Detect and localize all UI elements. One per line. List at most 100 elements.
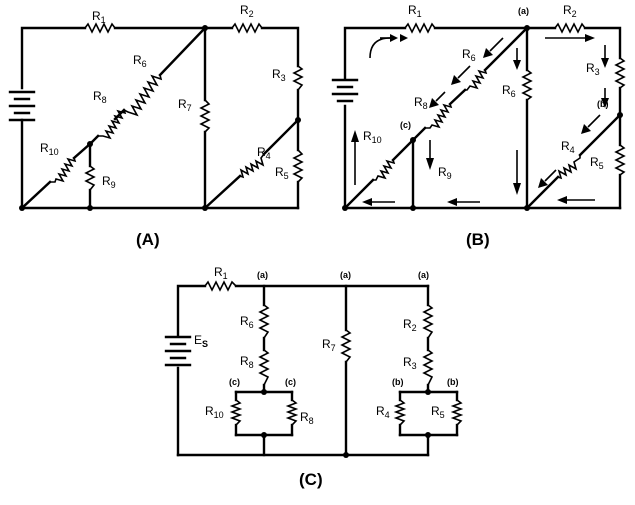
arrow-r4b-head <box>538 178 548 188</box>
resistor-r2 <box>422 304 434 339</box>
resistor-r6 <box>123 74 163 117</box>
label-part: R <box>561 139 570 153</box>
arrow-bottom-right-head <box>557 196 567 204</box>
resistor-r8-parallel <box>285 399 299 426</box>
label-r6: R6 <box>133 53 147 69</box>
resistor-r8 <box>425 103 453 129</box>
resistor-r5 <box>292 149 304 183</box>
label-r1: R1 <box>408 3 422 19</box>
arrow-r3b-head <box>601 98 609 108</box>
wire <box>525 175 560 210</box>
panel-a-wires <box>20 26 300 210</box>
node-a1: (a) <box>257 270 268 280</box>
label-part: 4 <box>570 145 575 155</box>
label-part: 10 <box>214 410 224 420</box>
panel-c-junctions <box>261 389 431 458</box>
label-r1: R1 <box>92 9 106 25</box>
label-part: R <box>257 145 266 159</box>
panel-b-resistors <box>373 22 626 181</box>
node-b: (b) <box>597 99 609 109</box>
label-part: 2 <box>249 9 254 19</box>
resistor-r6-diagonal <box>465 69 488 91</box>
panel-a-resistors <box>50 22 304 191</box>
junction-dot <box>87 141 93 147</box>
node-c: (c) <box>400 120 411 130</box>
label-r1: R1 <box>214 265 228 281</box>
label-part: 1 <box>101 15 106 25</box>
arrow-r6diag-shaft <box>489 37 504 52</box>
caption-a: (A) <box>136 230 160 249</box>
panel-c-labels: ES (a) (a) (a) (c) (c) (b) (b) R1 R6 R8 … <box>194 265 459 489</box>
label-part: R <box>40 141 49 155</box>
panel-c-wires <box>176 284 459 457</box>
node-a2: (a) <box>340 270 351 280</box>
junction-dot <box>425 432 431 438</box>
junction-dot <box>342 205 348 211</box>
wire <box>583 26 622 60</box>
panel-c-resistors <box>204 280 464 426</box>
label-part: 8 <box>102 95 107 105</box>
label-r8-series: R8 <box>240 354 254 370</box>
resistor-r8 <box>98 109 127 140</box>
label-part: 6 <box>142 59 147 69</box>
resistor-r4 <box>557 155 581 180</box>
arrow-r8-shaft <box>435 91 446 102</box>
label-r2: R2 <box>240 3 254 19</box>
arrow-r10-head <box>351 130 359 142</box>
node-a: (a) <box>518 6 529 16</box>
label-r4: R4 <box>257 145 271 161</box>
junction-dot <box>410 137 416 143</box>
wire <box>203 174 242 210</box>
label-r3: R3 <box>586 61 600 77</box>
label-part: R <box>93 89 102 103</box>
arrow-r3-head <box>601 58 609 68</box>
label-r4: R4 <box>561 139 575 155</box>
junction-dot <box>410 205 416 211</box>
label-part: R <box>438 165 447 179</box>
wire <box>176 284 207 337</box>
label-part: R <box>322 337 331 351</box>
label-r4: R4 <box>376 404 390 420</box>
wire <box>578 113 622 157</box>
junction-dot <box>295 117 301 123</box>
resistor-r7 <box>340 329 352 363</box>
junction-dot <box>524 205 530 211</box>
label-r10: R10 <box>205 404 224 420</box>
junction-dot <box>261 389 267 395</box>
panel-b: (a) (b) (c) R1 R2 R3 R4 R5 R6 R6 R8 R9 R… <box>331 3 626 249</box>
label-part: 5 <box>599 161 604 171</box>
label-part: 6 <box>511 89 516 99</box>
panel-a-junctions <box>19 25 301 211</box>
label-r8: R8 <box>93 89 107 105</box>
junction-dot <box>524 25 530 31</box>
label-part: 3 <box>595 67 600 77</box>
wire <box>158 26 207 77</box>
resistor-r6-vertical <box>521 69 533 101</box>
resistor-r7 <box>199 99 211 133</box>
resistor-r1 <box>204 280 237 292</box>
arrow-r8-head <box>429 98 439 108</box>
arrow-r2-head <box>585 34 595 42</box>
wire <box>72 142 92 160</box>
label-part: 9 <box>447 171 452 181</box>
label-part: 5 <box>284 171 289 181</box>
label-part: 4 <box>385 410 390 420</box>
label-r9: R9 <box>438 165 452 181</box>
label-part: 4 <box>266 151 271 161</box>
label-part: 2 <box>412 323 417 333</box>
arrow-r6diag2-shaft <box>457 65 471 79</box>
label-r10: R10 <box>40 141 59 157</box>
wire <box>343 178 375 210</box>
label-part: 5 <box>440 410 445 420</box>
label-r6-vertical: R6 <box>502 83 516 99</box>
resistor-r10 <box>229 399 243 426</box>
label-part: R <box>414 95 423 109</box>
label-part: 1 <box>417 9 422 19</box>
resistor-r1 <box>404 22 436 34</box>
caption-b: (B) <box>466 230 490 249</box>
label-part: 2 <box>572 9 577 19</box>
arrow-r7-head <box>513 183 521 195</box>
label-part: 3 <box>412 361 417 371</box>
label-r3: R3 <box>272 67 286 83</box>
